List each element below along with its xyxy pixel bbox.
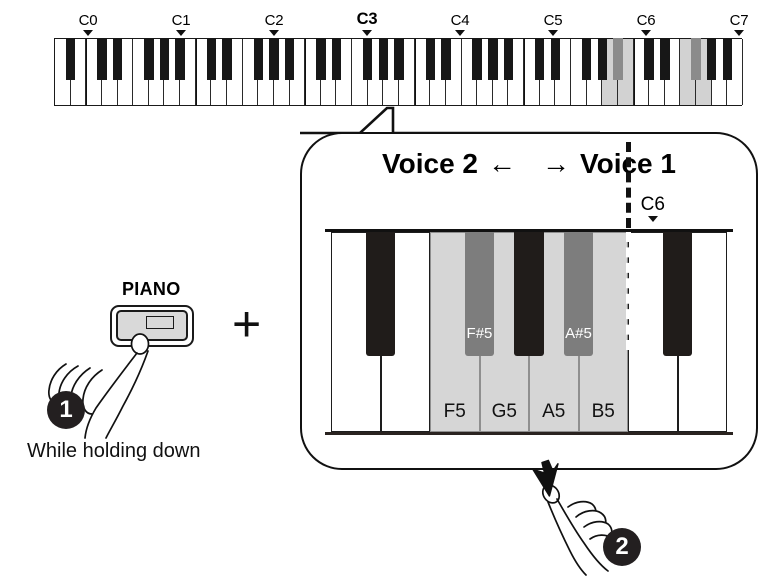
black-key-Gsharp0[interactable] [159,38,170,81]
split-line-keys [625,232,631,350]
octave-label-C2: C2 [264,12,284,29]
callout-white-key-label-B5: B5 [591,400,615,422]
split-line-upper [625,142,631,228]
callout-black-key-Fsharp5[interactable]: F#5 [464,232,495,356]
callout-black-key-label-Fsharp5: F#5 [466,324,493,342]
black-key-Asharp1[interactable] [175,38,185,81]
black-key-Dsharp3[interactable] [441,38,451,81]
black-key-Dsharp0[interactable] [112,38,123,81]
piano-button-inner [116,310,188,341]
octave-label-C4: C4 [450,12,470,29]
octave-label-C3: C3 [356,10,378,28]
octave-label-C7: C7 [729,12,749,29]
full-range-keyboard-keys [55,38,743,105]
black-key-Dsharp4[interactable] [550,38,561,81]
octave-label-C0: C0 [78,12,98,29]
black-key-Asharp0[interactable] [65,38,76,81]
black-key-Fsharp4[interactable] [581,38,592,81]
full-range-keyboard[interactable] [54,38,743,106]
callout-black-key-Csharp6[interactable] [662,232,693,356]
black-key-Fsharp2[interactable] [363,38,373,81]
octave-marker-triangle-C2 [269,30,279,36]
octave-label-C5: C5 [543,12,563,29]
black-key-Dsharp2[interactable] [331,38,342,81]
octave-marker-triangle-C6 [641,30,651,36]
black-key-Fsharp3[interactable] [472,38,482,81]
octave-marker-triangle-C3 [362,30,372,36]
callout-c6-marker-triangle [647,216,658,222]
callout-black-key-Asharp5[interactable]: A#5 [563,232,594,356]
octave-label-C6: C6 [636,12,656,29]
voice2-label: Voice 2 [382,148,478,179]
black-key-Fsharp1[interactable] [253,38,263,81]
black-key-Csharp2[interactable] [316,38,326,81]
step-badge-1: 1 [47,391,85,429]
black-key-Asharp3[interactable] [394,38,404,81]
black-key-Fsharp5[interactable] [691,38,701,81]
callout-white-key-label-F5: F5 [443,400,466,422]
octave-marker-triangle-C1 [176,30,186,36]
black-key-Asharp5[interactable] [613,38,623,81]
callout-keyboard-bottom-rail [325,431,733,435]
callout-keyboard-top-rail [325,229,733,232]
black-key-Fsharp0[interactable] [144,38,154,81]
callout-white-key-label-G5: G5 [491,400,517,422]
callout-white-key-label-A5: A5 [542,400,566,422]
voice-split-header: Voice 2←→Voice 1 [300,148,758,180]
piano-button-slot [146,316,174,329]
black-key-Gsharp4[interactable] [597,38,607,81]
black-key-Csharp0[interactable] [97,38,107,81]
octave-marker-triangle-C7 [734,30,744,36]
black-key-Dsharp5[interactable] [660,38,670,81]
octave-marker-triangle-C0 [83,30,93,36]
black-key-Gsharp1[interactable] [269,38,279,81]
black-key-Gsharp5[interactable] [707,38,717,81]
callout-black-key-Gsharp5[interactable] [514,232,544,356]
black-key-Gsharp3[interactable] [488,38,498,81]
black-key-Csharp5[interactable] [644,38,654,81]
right-arrow-icon: → [542,148,570,179]
plus-sign: + [232,296,262,352]
black-key-Dsharp1[interactable] [222,38,232,81]
black-key-Csharp3[interactable] [425,38,435,81]
piano-button-label: PIANO [122,279,181,299]
black-key-Asharp2[interactable] [284,38,295,81]
callout-keyboard-keys: F5 G5 A5 B5 F#5 A#5 [331,232,727,432]
octave-marker-triangle-C4 [455,30,465,36]
step-2-number: 2 [615,533,629,560]
step-1-caption: While holding down [27,440,201,462]
black-key-Asharp4[interactable] [503,38,514,81]
black-key-Csharp1[interactable] [206,38,217,81]
step-badge-2: 2 [603,528,641,566]
piano-button[interactable] [110,305,194,347]
octave-label-C1: C1 [171,12,191,29]
callout-c6-label: C6 [640,194,665,215]
callout-black-key-label-Asharp5: A#5 [565,324,592,342]
octave-marker-triangle-C5 [548,30,558,36]
black-key-Csharp4[interactable] [535,38,545,81]
callout-keyboard[interactable]: F5 G5 A5 B5 F#5 A#5 [325,229,733,435]
black-key-Asharp6[interactable] [722,38,733,81]
black-key-Gsharp2[interactable] [378,38,389,81]
left-arrow-icon: ← [488,148,516,179]
callout-black-key-Dsharp5[interactable] [365,232,396,356]
step-1-number: 1 [59,396,73,423]
